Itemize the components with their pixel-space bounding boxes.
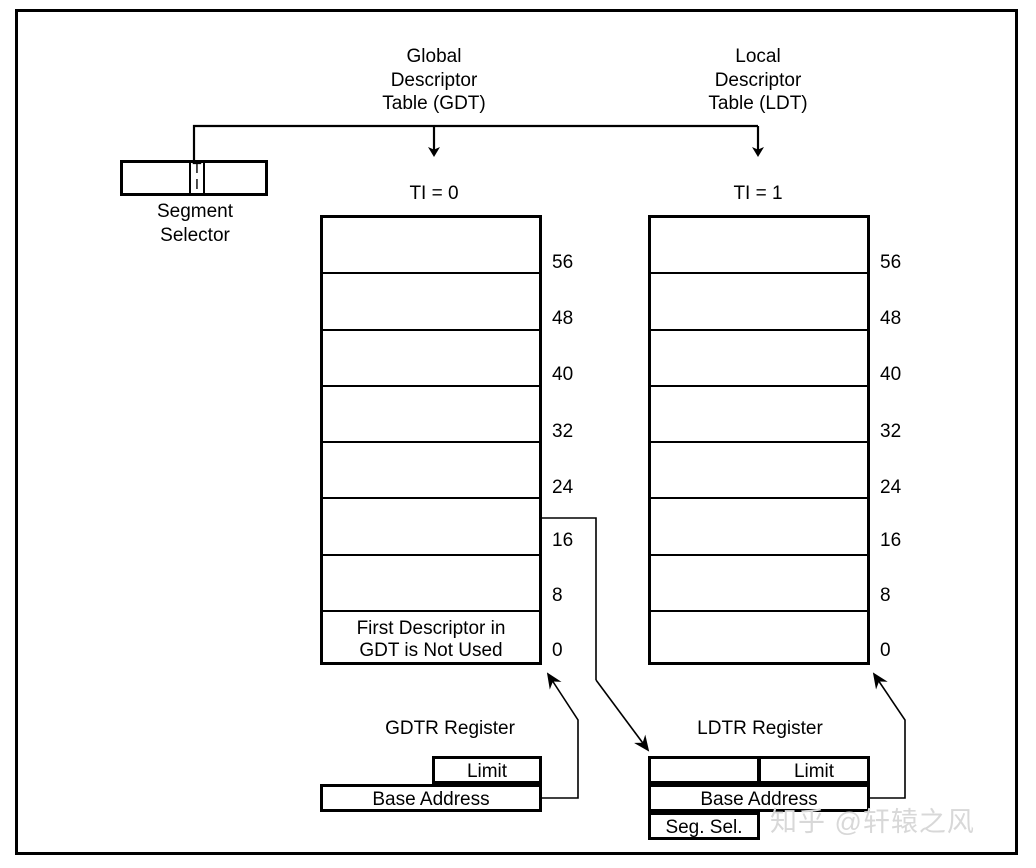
ldt-title: Local Descriptor Table (LDT) (708, 46, 808, 114)
gdt-row[interactable] (323, 387, 539, 443)
gdt-offset-24: 24 (552, 477, 574, 498)
ldt-table[interactable] (648, 215, 870, 665)
gdt-row[interactable] (323, 331, 539, 387)
ldt-offset-48: 48 (880, 308, 902, 329)
gdt-offset-0: 0 (552, 640, 563, 661)
ti-field-letter-t: T (192, 160, 202, 177)
ldtr-reserved-field[interactable] (648, 756, 760, 784)
gdt-table[interactable]: First Descriptor in GDT is Not Used (320, 215, 542, 665)
ti-equals-one-label: TI = 1 (733, 183, 783, 204)
ldt-offset-24: 24 (880, 477, 902, 498)
gdt-row[interactable] (323, 443, 539, 500)
ldtr-base-address-field[interactable]: Base Address (648, 784, 870, 812)
gdt-offset-32: 32 (552, 421, 574, 442)
gdt-row[interactable] (323, 499, 539, 556)
gdt-offset-48: 48 (552, 308, 574, 329)
ldtr-title: LDTR Register (697, 718, 823, 739)
gdt-title: Global Descriptor Table (GDT) (382, 46, 486, 114)
segment-selector-ti-field[interactable]: T I (189, 160, 205, 196)
gdt-offset-40: 40 (552, 364, 574, 385)
gdt-row[interactable] (323, 274, 539, 331)
gdt-offset-8: 8 (552, 585, 563, 606)
gdt-first-descriptor-note: First Descriptor in GDT is Not Used (356, 617, 506, 661)
ldt-row[interactable] (651, 387, 867, 443)
ldt-row[interactable] (651, 331, 867, 387)
gdtr-title: GDTR Register (385, 718, 515, 739)
gdt-row[interactable] (323, 218, 539, 275)
gdt-row-first-descriptor[interactable]: First Descriptor in GDT is Not Used (323, 612, 539, 668)
gdtr-limit-field[interactable]: Limit (432, 756, 542, 784)
gdt-row[interactable] (323, 556, 539, 612)
ti-field-letter-i: I (194, 176, 200, 193)
ldtr-limit-field[interactable]: Limit (758, 756, 870, 784)
segment-selector-label: Segment Selector (156, 201, 234, 246)
ldt-offset-40: 40 (880, 364, 902, 385)
ldt-offset-56: 56 (880, 252, 902, 273)
ldt-offset-8: 8 (880, 585, 891, 606)
ldt-offset-0: 0 (880, 640, 891, 661)
figure-border (15, 9, 1018, 855)
segment-selector-box[interactable]: T I (120, 160, 268, 196)
ldtr-seg-sel-field[interactable]: Seg. Sel. (648, 812, 760, 840)
ldt-row[interactable] (651, 556, 867, 612)
gdt-offset-56: 56 (552, 252, 574, 273)
ldt-row[interactable] (651, 218, 867, 275)
ldt-row[interactable] (651, 499, 867, 556)
ldt-offset-16: 16 (880, 530, 902, 551)
watermark: 知乎 @轩辕之风 (770, 807, 975, 837)
ldt-row[interactable] (651, 274, 867, 331)
ldt-row[interactable] (651, 443, 867, 500)
gdt-offset-16: 16 (552, 530, 574, 551)
ldt-offset-32: 32 (880, 421, 902, 442)
ldt-row[interactable] (651, 612, 867, 668)
ti-equals-zero-label: TI = 0 (409, 183, 459, 204)
gdtr-base-address-field[interactable]: Base Address (320, 784, 542, 812)
